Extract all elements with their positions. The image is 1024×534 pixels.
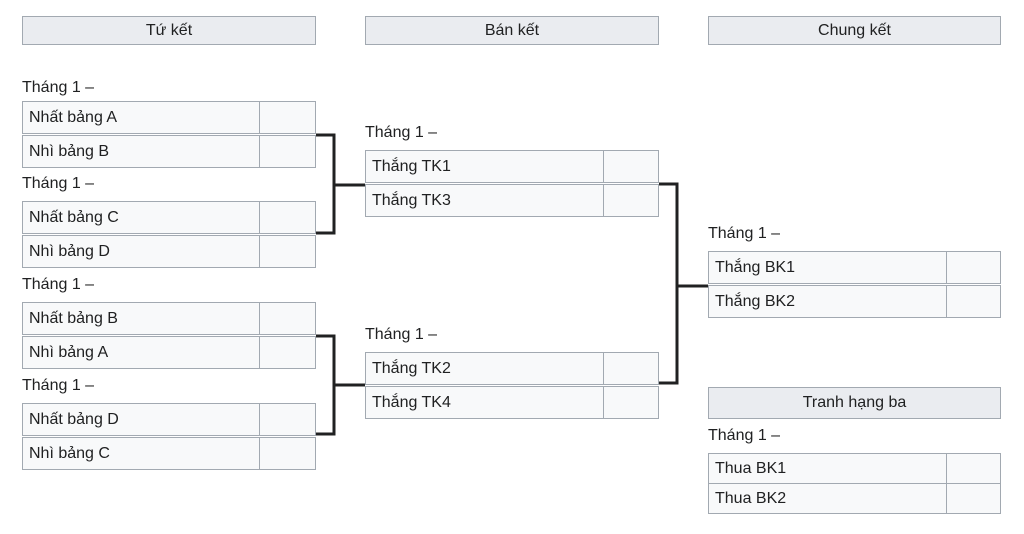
score-sf2-1 xyxy=(603,352,659,385)
team-qf4-1: Nhất bảng D xyxy=(22,403,260,436)
round-header-final: Chung kết xyxy=(708,16,1001,45)
round-header-third-place: Tranh hạng ba xyxy=(708,387,1001,419)
team-third-place-2: Thua BK2 xyxy=(708,483,947,514)
score-qf3-1 xyxy=(259,302,316,335)
match-date-final: Tháng 1 – xyxy=(708,225,781,242)
score-sf2-2 xyxy=(603,386,659,419)
round-header-semifinal: Bán kết xyxy=(365,16,659,45)
match-date-third-place: Tháng 1 – xyxy=(708,427,781,444)
match-date-qf2: Tháng 1 – xyxy=(22,175,95,192)
connector-sf-final xyxy=(659,182,708,385)
match-date-qf4: Tháng 1 – xyxy=(22,377,95,394)
team-qf1-1: Nhất bảng A xyxy=(22,101,260,134)
score-sf1-2 xyxy=(603,184,659,217)
score-third-place-1 xyxy=(946,453,1001,484)
score-final-2 xyxy=(946,285,1001,318)
score-qf4-2 xyxy=(259,437,316,470)
team-final-1: Thắng BK1 xyxy=(708,251,947,284)
team-qf4-2: Nhì bảng C xyxy=(22,437,260,470)
match-date-sf2: Tháng 1 – xyxy=(365,326,438,343)
team-sf2-2: Thắng TK4 xyxy=(365,386,604,419)
score-qf1-2 xyxy=(259,135,316,168)
score-qf1-1 xyxy=(259,101,316,134)
score-qf4-1 xyxy=(259,403,316,436)
team-qf1-2: Nhì bảng B xyxy=(22,135,260,168)
match-date-qf1: Tháng 1 – xyxy=(22,79,95,96)
score-sf1-1 xyxy=(603,150,659,183)
score-qf3-2 xyxy=(259,336,316,369)
team-sf1-2: Thắng TK3 xyxy=(365,184,604,217)
score-qf2-2 xyxy=(259,235,316,268)
score-final-1 xyxy=(946,251,1001,284)
round-header-quarterfinal: Tứ kết xyxy=(22,16,316,45)
connector-qf-sf2 xyxy=(316,334,365,436)
match-date-sf1: Tháng 1 – xyxy=(365,124,438,141)
team-final-2: Thắng BK2 xyxy=(708,285,947,318)
team-qf3-1: Nhất bảng B xyxy=(22,302,260,335)
team-qf2-1: Nhất bảng C xyxy=(22,201,260,234)
team-qf3-2: Nhì bảng A xyxy=(22,336,260,369)
match-date-qf3: Tháng 1 – xyxy=(22,276,95,293)
connector-qf-sf1 xyxy=(316,133,365,235)
team-qf2-2: Nhì bảng D xyxy=(22,235,260,268)
score-third-place-2 xyxy=(946,483,1001,514)
team-sf1-1: Thắng TK1 xyxy=(365,150,604,183)
score-qf2-1 xyxy=(259,201,316,234)
